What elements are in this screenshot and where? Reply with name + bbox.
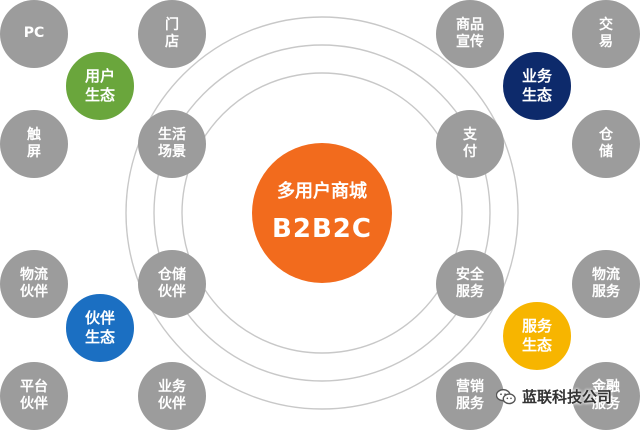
hub-business-line2: 生态 (521, 86, 552, 104)
hub-partner-line2: 生态 (84, 328, 115, 346)
node-touchscreen-line1: 触 (27, 126, 41, 143)
node-warehouse-partner: 仓储 伙伴 (138, 250, 206, 318)
hub-service-line2: 生态 (521, 336, 552, 354)
node-platform-partner: 平台 伙伴 (0, 362, 68, 430)
node-trade-line1: 交 (599, 16, 613, 33)
node-pc-label: PC (23, 25, 45, 42)
node-logistics-service: 物流 服务 (572, 250, 640, 318)
node-storage: 仓 储 (572, 110, 640, 178)
node-business-partner-line1: 业务 (158, 378, 186, 395)
node-logistics-service-line2: 服务 (592, 284, 620, 300)
node-security-service-line1: 安全 (456, 266, 484, 283)
node-touchscreen-line2: 屏 (27, 144, 41, 160)
node-pc: PC (0, 0, 68, 68)
hub-user-ecosystem: 用户 生态 (62, 48, 138, 124)
node-life-scene-line2: 场景 (158, 144, 186, 160)
node-finance-service-line2: 服务 (592, 396, 620, 412)
hub-business-line1: 业务 (521, 67, 552, 86)
node-product-promo-line1: 商品 (456, 16, 484, 33)
node-life-scene-line1: 生活 (158, 126, 186, 143)
watermark-text: 蓝联科技公司 (522, 388, 613, 406)
center-node: 多用户商城 B2B2C (252, 143, 392, 283)
node-marketing-service-line1: 营销 (456, 378, 484, 395)
wechat-icon (496, 388, 516, 404)
node-trade: 交 易 (572, 0, 640, 68)
node-payment-line2: 付 (463, 144, 477, 160)
node-trade-line2: 易 (599, 34, 613, 50)
node-marketing-service-line2: 服务 (456, 396, 484, 412)
node-warehouse-partner-line1: 仓储 (158, 266, 186, 283)
node-storage-line1: 仓 (599, 126, 613, 143)
node-platform-partner-line2: 伙伴 (20, 396, 48, 412)
node-payment: 支 付 (436, 110, 504, 178)
center-subtitle: B2B2C (272, 214, 372, 244)
node-touchscreen: 触 屏 (0, 110, 68, 178)
hub-business-ecosystem: 业务 生态 (499, 48, 575, 124)
node-store-line2: 店 (165, 34, 179, 50)
node-warehouse-partner-line2: 伙伴 (158, 284, 186, 300)
watermark: 蓝联科技公司 (496, 386, 612, 407)
node-platform-partner-line1: 平台 (20, 378, 48, 395)
node-storage-line2: 储 (599, 144, 613, 160)
node-payment-line1: 支 (463, 126, 477, 143)
node-security-service: 安全 服务 (436, 250, 504, 318)
hub-service-ecosystem: 服务 生态 (499, 298, 575, 374)
node-logistics-partner-line2: 伙伴 (20, 284, 48, 300)
node-logistics-partner-line1: 物流 (20, 266, 48, 283)
node-marketing-service: 营销 服务 (436, 362, 504, 430)
node-finance-service-line1: 金融 (592, 378, 620, 395)
node-life-scene: 生活 场景 (138, 110, 206, 178)
node-finance-service: 金融 服务 (572, 362, 640, 430)
hub-user-line1: 用户 (84, 67, 115, 86)
hub-partner-ecosystem: 伙伴 生态 (62, 290, 138, 366)
node-store: 门 店 (138, 0, 206, 68)
center-title: 多用户商城 (277, 180, 367, 202)
node-security-service-line2: 服务 (456, 284, 484, 300)
node-product-promo: 商品 宣传 (436, 0, 504, 68)
node-logistics-service-line1: 物流 (592, 266, 620, 283)
node-business-partner-line2: 伙伴 (158, 396, 186, 412)
node-business-partner: 业务 伙伴 (138, 362, 206, 430)
node-product-promo-line2: 宣传 (456, 34, 484, 50)
node-logistics-partner: 物流 伙伴 (0, 250, 68, 318)
node-store-line1: 门 (165, 16, 179, 33)
hub-service-line1: 服务 (521, 317, 552, 336)
hub-partner-line1: 伙伴 (84, 309, 115, 328)
hub-user-line2: 生态 (84, 86, 115, 104)
